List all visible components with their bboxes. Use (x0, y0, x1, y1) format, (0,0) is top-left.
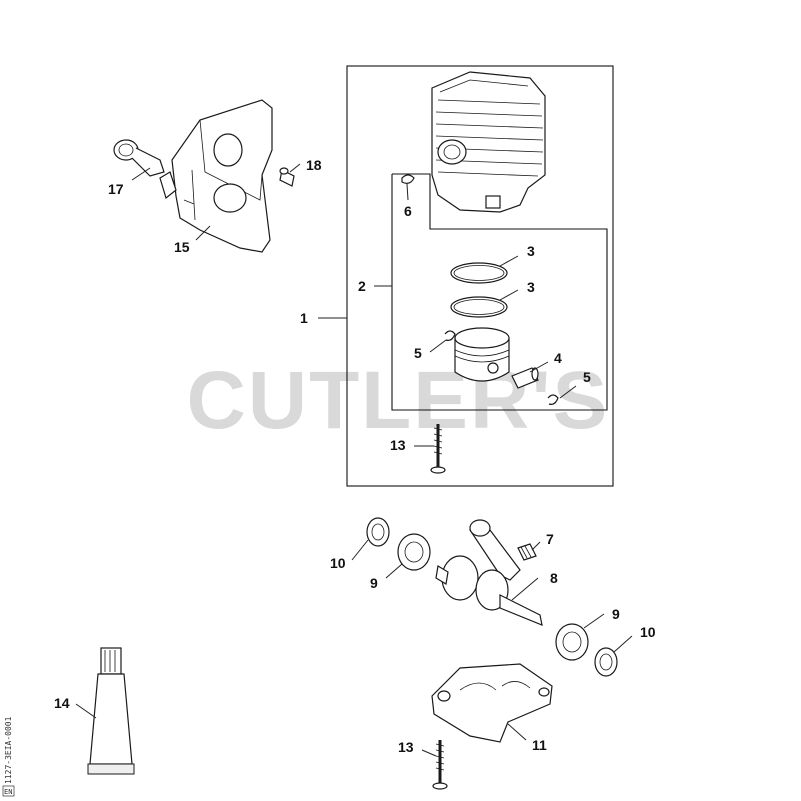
callout-18: 18 (306, 157, 322, 173)
callout-7: 7 (546, 531, 554, 547)
needle-cage-part-7[interactable] (517, 543, 537, 561)
leader-lines (75, 163, 633, 757)
piston-ring-upper[interactable] (450, 262, 508, 284)
watermark-text: CUTLER'S (187, 355, 610, 446)
document-badge: EN (4, 788, 12, 796)
callout-3-lower: 3 (527, 279, 535, 295)
callout-5-right: 5 (583, 369, 591, 385)
cover-part-15[interactable] (171, 99, 273, 253)
clip-part-6[interactable] (401, 174, 415, 184)
crankcase-part-11[interactable] (431, 663, 553, 743)
grease-tube-part-14[interactable] (87, 647, 135, 775)
callout-10-left: 10 (330, 555, 346, 571)
callout-2: 2 (358, 278, 366, 294)
callout-8: 8 (550, 570, 558, 586)
circlip-left[interactable] (444, 330, 456, 341)
circlip-right[interactable] (547, 394, 559, 405)
seal-part-10-right[interactable] (594, 647, 618, 677)
bearing-part-9-right[interactable] (555, 623, 589, 661)
callout-1: 1 (300, 310, 308, 326)
callout-9-right: 9 (612, 606, 620, 622)
callout-6: 6 (404, 203, 412, 219)
piston-part[interactable] (454, 327, 510, 382)
callout-11: 11 (532, 737, 547, 753)
document-id: 1127-3EIA-0001 (4, 716, 13, 784)
cylinder-part[interactable] (431, 71, 546, 213)
callout-9-left: 9 (370, 575, 378, 591)
seal-part-10-left[interactable] (366, 517, 390, 547)
callout-13-lower: 13 (398, 739, 414, 755)
callout-4: 4 (554, 350, 562, 366)
document-badge-box (2, 785, 15, 797)
callout-13-upper: 13 (390, 437, 406, 453)
cylinder-assembly-frame (346, 65, 614, 487)
crankshaft-part-8[interactable] (435, 519, 543, 626)
bearing-part-9-left[interactable] (397, 533, 431, 571)
callout-17: 17 (108, 181, 124, 197)
piston-pin-part[interactable] (511, 367, 539, 389)
screw-part-13-lower[interactable] (432, 740, 448, 790)
callout-labels: 1 2 3 3 4 5 5 6 13 17 15 18 10 9 7 8 9 1… (54, 157, 656, 755)
document-id-text: 1127-3EIA-0001 (4, 716, 13, 784)
callout-14: 14 (54, 695, 70, 711)
callout-10-right: 10 (640, 624, 656, 640)
clamp-part-17[interactable] (113, 139, 177, 200)
piston-ring-lower[interactable] (450, 296, 508, 318)
callout-5-left: 5 (414, 345, 422, 361)
callout-3-upper: 3 (527, 243, 535, 259)
callout-15: 15 (174, 239, 190, 255)
screw-part-13-upper[interactable] (430, 424, 446, 474)
screw-part-18[interactable] (279, 167, 295, 187)
